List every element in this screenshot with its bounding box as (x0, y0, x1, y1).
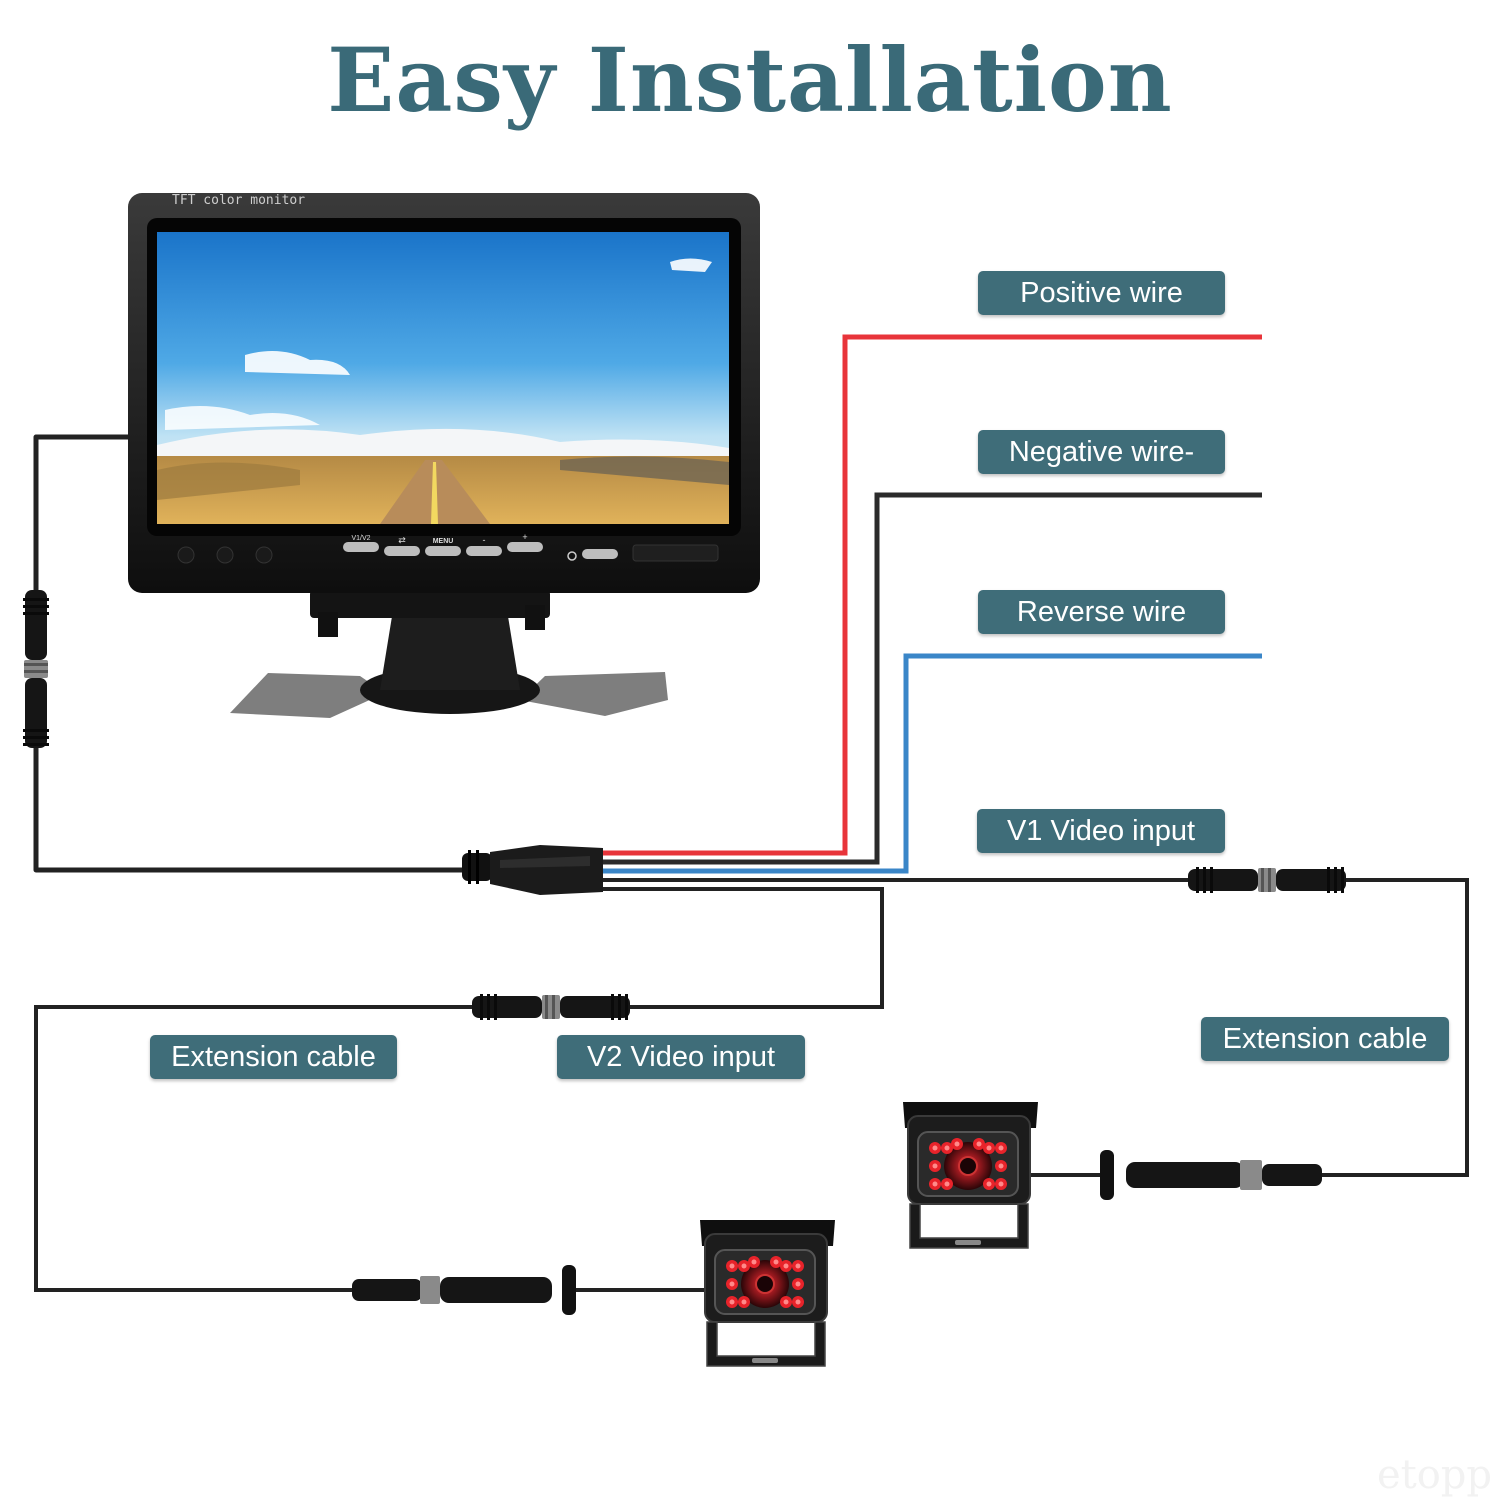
monitor-button-minus: - (483, 535, 486, 545)
camera2-plug (352, 1265, 576, 1315)
monitor-button-menu: MENU (433, 538, 454, 545)
v2-extension-connector (472, 994, 630, 1020)
camera1-plug (1100, 1150, 1322, 1200)
monitor-button-v1v2: V1/V2 (351, 535, 370, 542)
monitor-button-plus: + (522, 532, 527, 542)
splitter-connector (462, 845, 603, 895)
monitor-cable-connector (23, 590, 49, 748)
monitor-label: TFT color monitor (172, 193, 306, 208)
positive-wire (600, 334, 1262, 856)
v1-video-input-label: V1 Video input (977, 809, 1225, 853)
negative-wire-label: Negative wire- (978, 430, 1225, 474)
monitor-screen (157, 232, 729, 524)
negative-wire (600, 492, 1262, 865)
camera-icon-1 (903, 1102, 1038, 1249)
page-title: Easy Installation (327, 28, 1173, 132)
reverse-wire-label: Reverse wire (978, 590, 1225, 634)
extension-cable-left-label: Extension cable (150, 1035, 397, 1079)
watermark: etopp (1376, 1452, 1492, 1498)
v1-extension-connector (1188, 867, 1346, 893)
positive-wire-label: Positive wire (978, 271, 1225, 315)
v2-video-input-label: V2 Video input (557, 1035, 805, 1079)
v2-video-cable (34, 887, 884, 1292)
camera-icon-2 (700, 1220, 835, 1367)
monitor-icon: V1/V2 ⇄ MENU - + (128, 193, 760, 718)
v1-video-cable (600, 878, 1469, 1177)
reverse-wire (600, 653, 1262, 874)
extension-cable-right-label: Extension cable (1201, 1017, 1449, 1061)
monitor-button-swap: ⇄ (398, 536, 406, 546)
